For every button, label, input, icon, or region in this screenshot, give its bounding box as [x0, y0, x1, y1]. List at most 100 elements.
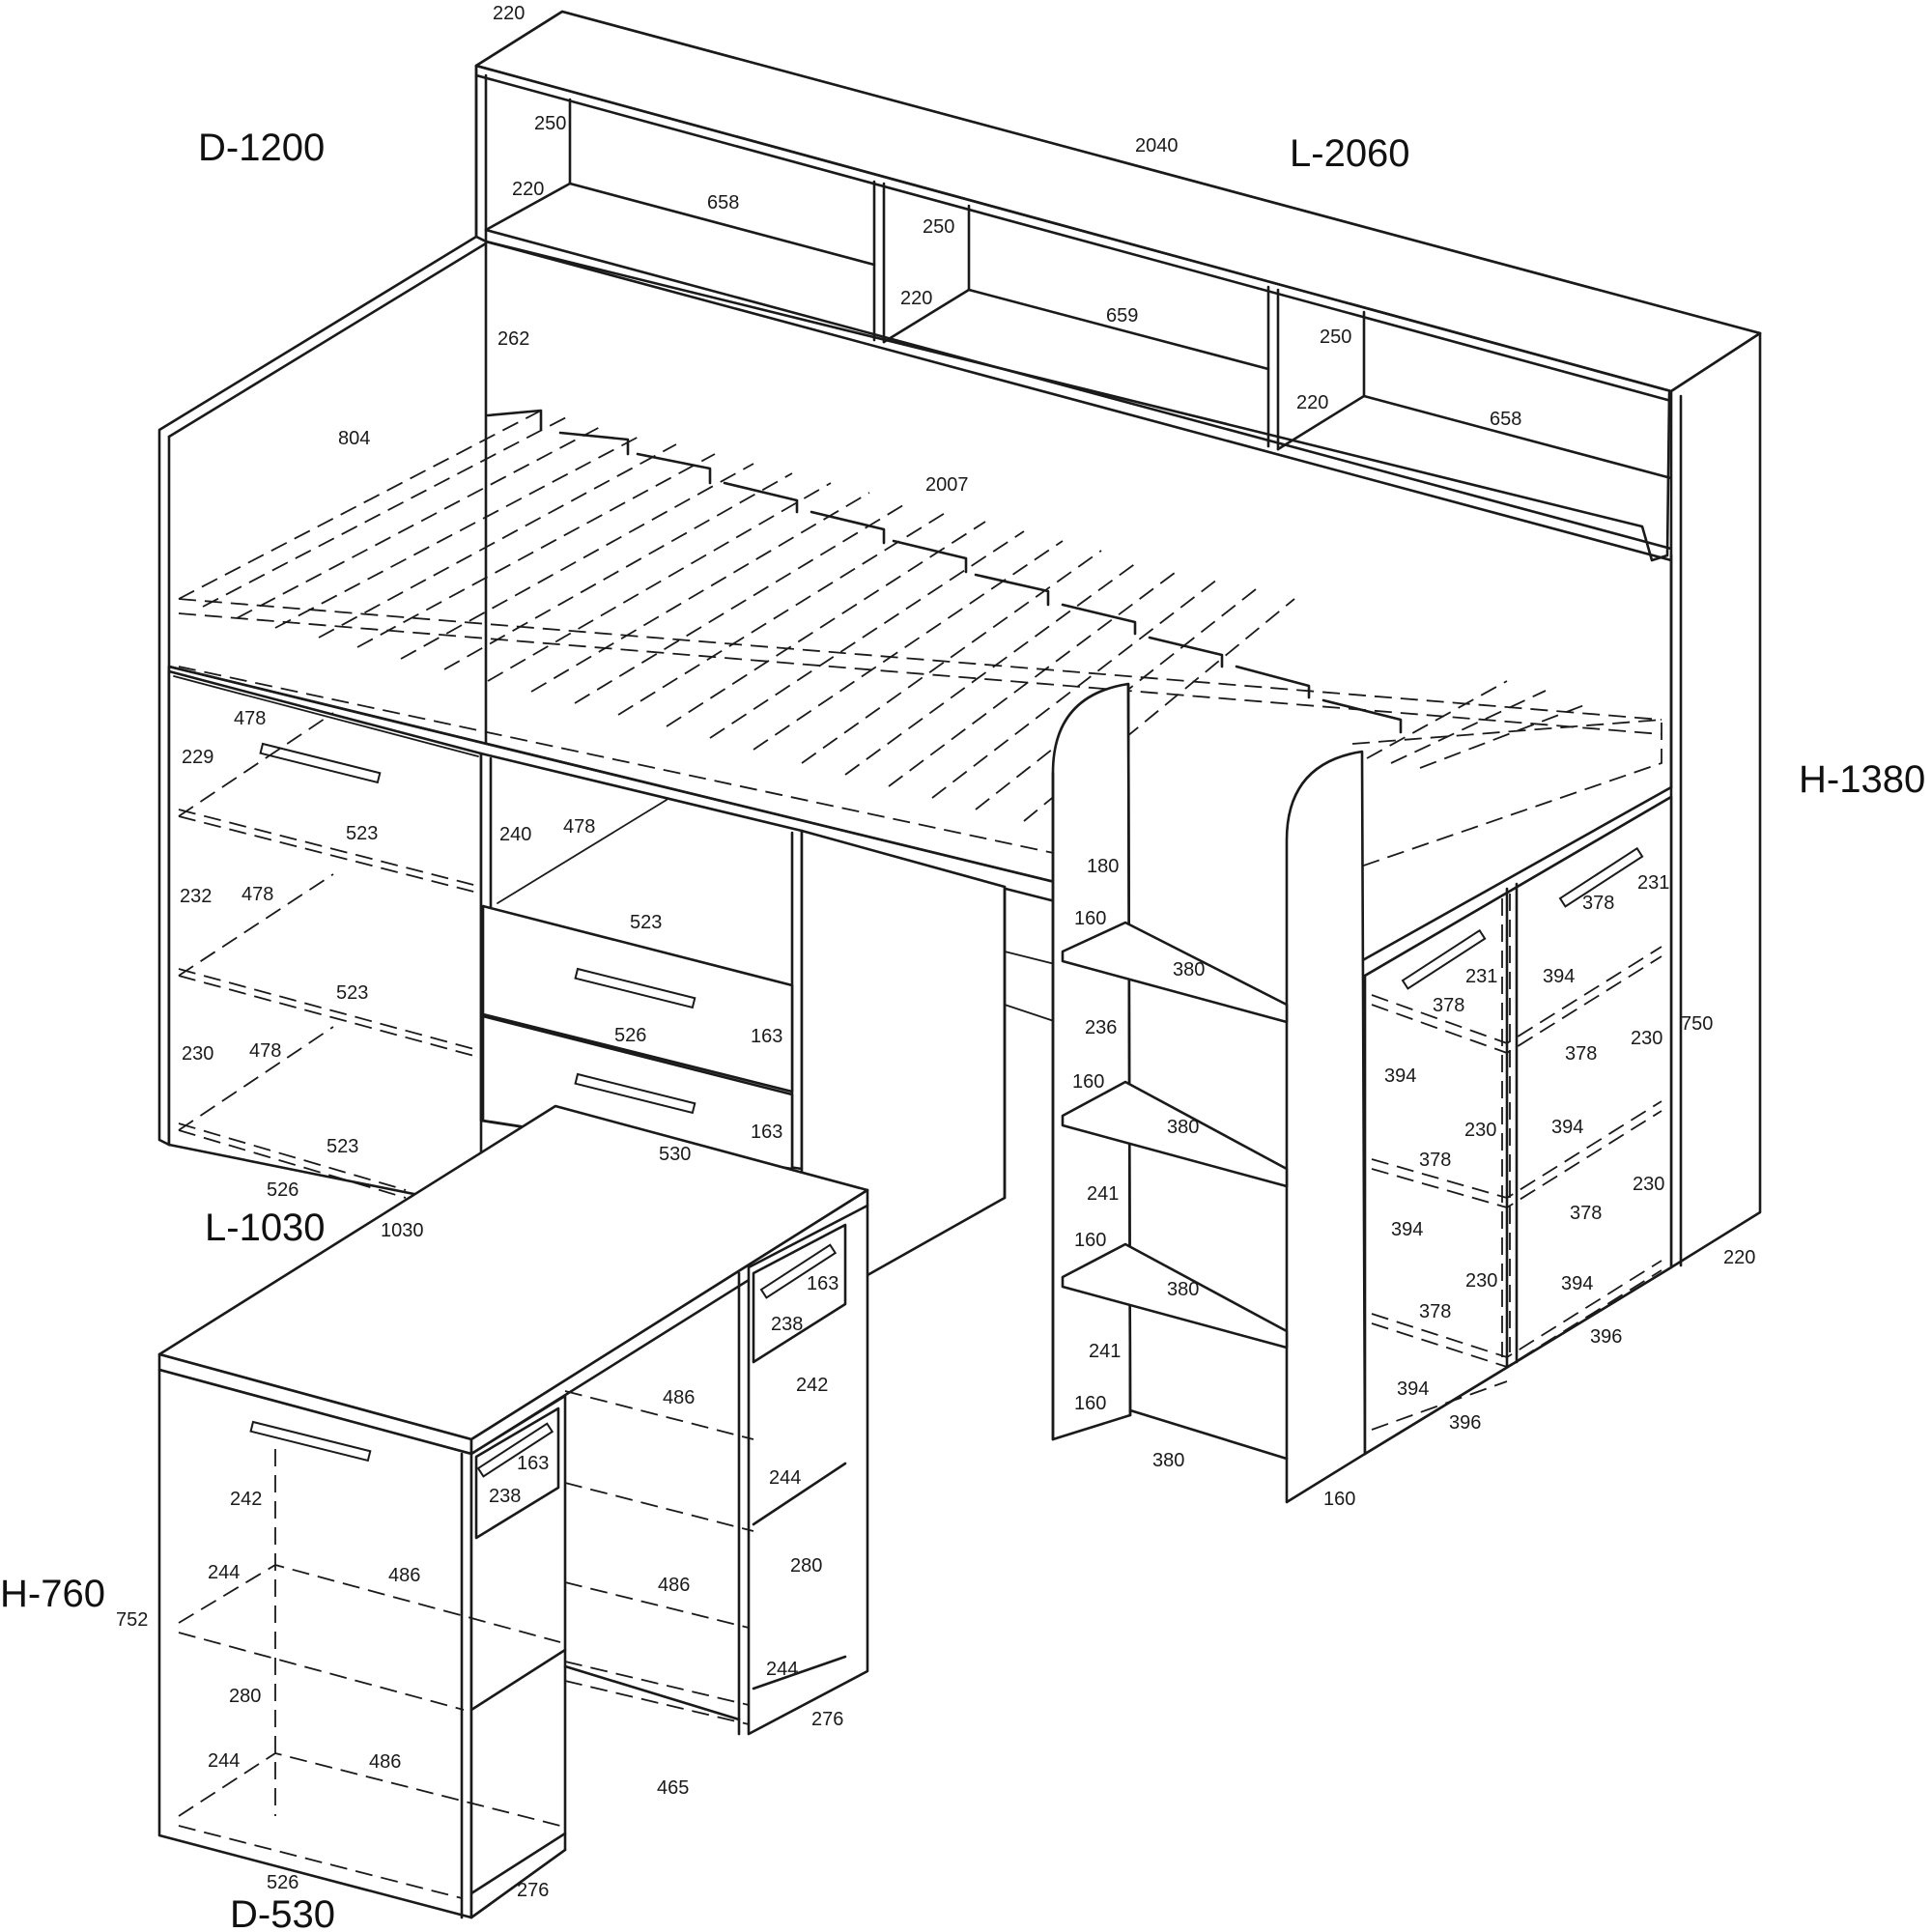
dim-left-cab-upper-depth: 478: [234, 708, 266, 729]
ladder-step-2[interactable]: [1061, 1080, 1289, 1188]
dim-left-cab-shelf1-width: 523: [346, 823, 378, 844]
major-labels: D-1200 L-2060 H-1380 L-1030 H-760 D-530: [0, 127, 1925, 1932]
dim-ladder-gap2: 241: [1087, 1183, 1119, 1205]
dim-shelf1-depth: 220: [512, 179, 544, 200]
dim-desk-left-shelf-width: 486: [388, 1565, 420, 1586]
dim-ladder-base-depth: 160: [1074, 1393, 1106, 1414]
dim-desk-top-length: 1030: [381, 1220, 424, 1241]
drawer-1[interactable]: [481, 904, 794, 1094]
dim-desk-inner-width: 465: [657, 1777, 689, 1799]
dim-right-cab-i-height: 230: [1633, 1174, 1664, 1195]
dim-left-cab-shelf2-width: 523: [336, 982, 368, 1004]
dim-left-cab-mid-depth: 478: [242, 884, 273, 905]
dim-ladder-step3-depth: 160: [1074, 1230, 1106, 1251]
ladder-step-1[interactable]: [1061, 921, 1289, 1024]
dim-ladder-step1-width: 380: [1173, 959, 1205, 980]
dim-headboard-height: 262: [497, 328, 529, 350]
dim-shelf2-depth: 220: [900, 288, 932, 309]
dim-right-cab-n-depth: 378: [1419, 1301, 1451, 1322]
dim-desk-left-shelf2-depth: 244: [208, 1750, 240, 1772]
desk-left-drawer-handle[interactable]: [476, 1422, 554, 1478]
dim-shelf2-width: 659: [1106, 305, 1138, 327]
dim-desk-left-shelf-depth: 244: [208, 1562, 240, 1583]
right-cabinet-handle-2[interactable]: [1558, 846, 1644, 908]
right-cabinet: [1363, 795, 1673, 1456]
label-bed-depth: D-1200: [198, 127, 325, 169]
dim-desk-base-depth: 276: [517, 1880, 549, 1901]
dim-left-cab-low-depth: 478: [249, 1040, 281, 1062]
dim-desk-right-base: 276: [811, 1709, 843, 1730]
dim-right-cab-f-height: 230: [1464, 1120, 1496, 1141]
dim-ladder-side-depth: 160: [1323, 1489, 1355, 1510]
dim-niche-height: 240: [499, 824, 531, 845]
dim-right-cab-h-depth: 378: [1419, 1150, 1451, 1171]
dim-left-cab-shelf3-width: 523: [327, 1136, 358, 1157]
dim-right-cab-m-width: 394: [1561, 1273, 1593, 1294]
dimension-values: 220 2040 250 220 658 250 220 659 250 220…: [116, 3, 1755, 1901]
dim-shelf2-height: 250: [923, 216, 954, 238]
dim-right-cab-e-width: 394: [1384, 1065, 1416, 1087]
dim-desk-side-gap: 242: [796, 1375, 828, 1396]
desk-right-drawer-handle[interactable]: [759, 1243, 838, 1299]
drawer-1-handle[interactable]: [574, 967, 696, 1009]
dim-drawer2-width: 530: [659, 1144, 691, 1165]
dim-right-cab-b-height: 231: [1465, 966, 1497, 987]
label-desk-depth: D-530: [230, 1893, 335, 1932]
label-desk-height: H-760: [0, 1573, 105, 1615]
dim-right-cab-g-width: 394: [1551, 1117, 1583, 1138]
dim-ladder-gap3: 241: [1089, 1341, 1121, 1362]
dim-right-cab-l-height: 230: [1465, 1270, 1497, 1292]
ladder-side-left: [1051, 682, 1132, 1441]
desk-left-door-handle[interactable]: [249, 1420, 372, 1463]
dim-desk-right-gap: 280: [790, 1555, 822, 1577]
ladder: [1051, 682, 1367, 1504]
dim-desk-right-shelf-depth: 244: [769, 1467, 801, 1489]
dim-desk-drawer-b-depth: 238: [489, 1486, 521, 1507]
dim-right-cab-a-depth: 378: [1582, 893, 1614, 914]
dim-left-cab-upper-height: 229: [182, 747, 213, 768]
dim-right-cab-d-height: 230: [1631, 1028, 1662, 1049]
dim-desk-drawer-b-height: 163: [517, 1453, 549, 1474]
dim-drawer2-height: 163: [751, 1122, 782, 1143]
dim-right-cab-k-width: 394: [1391, 1219, 1423, 1240]
desk: [157, 1104, 869, 1919]
left-cabinet: [167, 669, 483, 1209]
dim-shelf3-depth: 220: [1296, 392, 1328, 413]
dim-ladder-gap1: 236: [1085, 1017, 1117, 1038]
dim-desk-right-shelf2-depth: 244: [766, 1659, 798, 1680]
dim-desk-mid-width: 486: [663, 1387, 695, 1408]
right-cabinet-handle-1[interactable]: [1401, 928, 1487, 990]
dim-right-cab-c-width: 394: [1543, 966, 1575, 987]
label-desk-length: L-1030: [205, 1207, 326, 1249]
ladder-step-3[interactable]: [1061, 1242, 1289, 1350]
dim-ladder-step3-width: 380: [1167, 1279, 1199, 1300]
dim-left-cab-low-height: 230: [182, 1043, 213, 1065]
dim-right-side-height: 750: [1681, 1013, 1713, 1035]
dim-right-cab-base-a: 396: [1590, 1326, 1622, 1348]
dim-niche-width: 523: [630, 912, 662, 933]
dim-desk-mid-width2: 486: [658, 1575, 690, 1596]
dim-drawer1-height: 163: [751, 1026, 782, 1047]
dim-ladder-top-gap: 180: [1087, 856, 1119, 877]
dim-desk-left-shelf2-width: 486: [369, 1751, 401, 1773]
dim-desk-drawer-a-height: 163: [807, 1273, 838, 1294]
dim-ladder-step2-width: 380: [1167, 1117, 1199, 1138]
dim-desk-left-gap: 242: [230, 1489, 262, 1510]
dim-shelf3-height: 250: [1320, 327, 1351, 348]
bed-slats: [178, 409, 1662, 870]
dim-drawer1-width: 526: [614, 1025, 646, 1046]
top-shelf-unit: [474, 10, 1762, 1269]
dim-left-cab-base-width: 526: [267, 1179, 298, 1201]
ladder-side-right: [1285, 750, 1367, 1504]
dim-bed-end-depth: 804: [338, 428, 370, 449]
dim-right-cab-b-depth: 378: [1433, 995, 1464, 1016]
dim-ladder-step1-depth: 160: [1074, 908, 1106, 929]
left-cabinet-handle[interactable]: [259, 742, 382, 784]
label-bed-height: H-1380: [1799, 758, 1925, 801]
dim-right-cab-a-height: 231: [1637, 872, 1669, 894]
drawer-2-handle[interactable]: [574, 1072, 696, 1115]
dim-top-length: 2040: [1135, 135, 1179, 156]
dim-ladder-step2-depth: 160: [1072, 1071, 1104, 1093]
dim-shelf1-width: 658: [707, 192, 739, 213]
